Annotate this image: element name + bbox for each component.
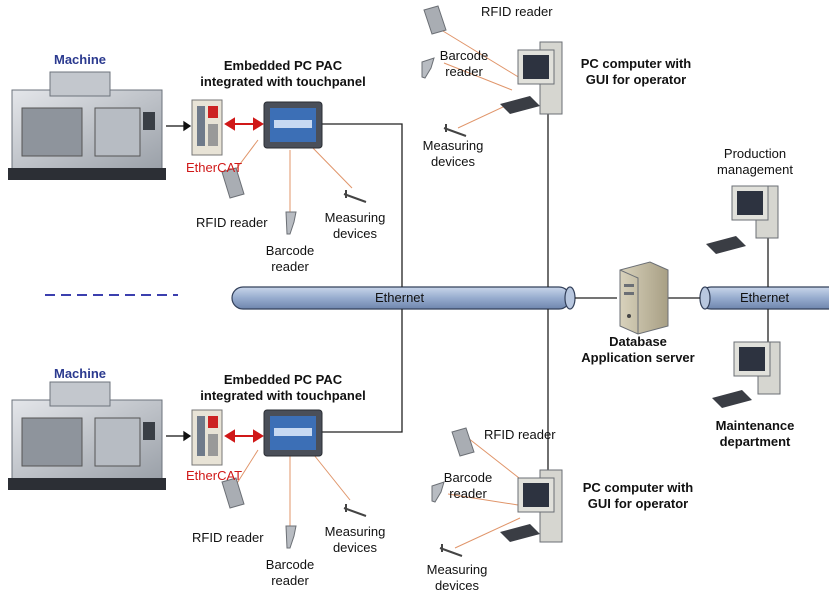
- touchpanel-icon-bottom: [263, 409, 323, 457]
- barcode-scanner-icons: [285, 57, 445, 549]
- rfid-reader-icons: [221, 5, 475, 509]
- embedded-pc-label-top: Embedded PC PAC integrated with touchpan…: [200, 58, 366, 89]
- barcode-label-left-bottom: Barcode reader: [265, 557, 315, 588]
- machine-icon-bottom: [8, 381, 166, 490]
- rfid-label-left-top: RFID reader: [196, 215, 268, 230]
- barcode-label-right-bottom: Barcode reader: [443, 470, 493, 501]
- pc-operator-label-top: PC computer with GUI for operator: [580, 56, 692, 87]
- pc-production-icon: [706, 185, 779, 254]
- measuring-label-left-top: Measuring devices: [324, 210, 386, 241]
- pc-maintenance-icon: [712, 341, 781, 408]
- machine-arrows: [166, 120, 192, 442]
- ethercat-label-top: EtherCAT: [186, 160, 243, 175]
- pc-operator-label-bottom: PC computer with GUI for operator: [582, 480, 694, 511]
- database-label: Database Application server: [581, 334, 695, 365]
- ethercat-links: [224, 117, 264, 443]
- pc-operator-icon-top: [500, 41, 563, 115]
- rfid-label-right-bottom: RFID reader: [484, 427, 556, 442]
- pac-module-top: [191, 99, 223, 156]
- measuring-label-right-top: Measuring devices: [422, 138, 484, 169]
- barcode-label-right-top: Barcode reader: [439, 48, 489, 79]
- pac-module-bottom: [191, 409, 223, 466]
- ethernet-label-main: Ethernet: [375, 290, 425, 305]
- database-server-icon: [619, 261, 669, 335]
- maintenance-label: Maintenance department: [715, 418, 795, 449]
- machine-label-bottom: Machine: [54, 366, 107, 381]
- ethercat-label-bottom: EtherCAT: [186, 468, 243, 483]
- measuring-label-right-bottom: Measuring devices: [426, 562, 488, 593]
- touchpanel-icon-top: [263, 101, 323, 149]
- caliper-icons: [343, 124, 467, 557]
- device-links: [233, 27, 529, 549]
- production-label: Production management: [717, 146, 793, 177]
- ethernet-pipe-main: [231, 286, 576, 310]
- pc-operator-icon-bottom: [500, 469, 563, 543]
- network-links: [322, 110, 769, 478]
- rfid-label-left-bottom: RFID reader: [192, 530, 264, 545]
- embedded-pc-label-bottom: Embedded PC PAC integrated with touchpan…: [200, 372, 366, 403]
- measuring-label-left-bottom: Measuring devices: [324, 524, 386, 555]
- rfid-label-right-top: RFID reader: [481, 4, 553, 19]
- machine-icon-top: [8, 71, 166, 180]
- machine-label-top: Machine: [54, 52, 107, 67]
- barcode-label-left-top: Barcode reader: [265, 243, 315, 274]
- ethernet-label-right: Ethernet: [740, 290, 790, 305]
